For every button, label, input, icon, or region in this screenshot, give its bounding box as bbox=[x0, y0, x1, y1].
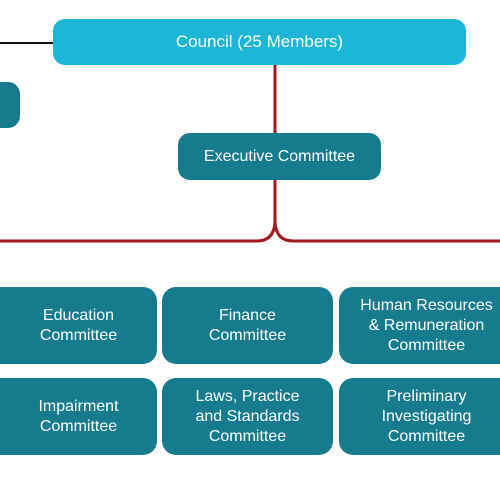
impairment-committee-box: Impairment Committee bbox=[0, 378, 157, 455]
council-box: Council (25 Members) bbox=[53, 19, 466, 65]
laws-practice-standards-committee-label: Laws, Practice and Standards Committee bbox=[195, 387, 300, 445]
preliminary-investigating-committee-label: Preliminary Investigating Committee bbox=[381, 387, 472, 445]
finance-committee-label: Finance Committee bbox=[208, 306, 287, 344]
preliminary-investigating-committee-box: Preliminary Investigating Committee bbox=[339, 378, 500, 455]
finance-committee-box: Finance Committee bbox=[162, 287, 333, 364]
human-resources-committee-label: Human Resources & Remuneration Committee bbox=[360, 296, 493, 354]
council-label: Council (25 Members) bbox=[175, 32, 344, 51]
education-committee-label: Education Committee bbox=[39, 306, 118, 344]
laws-practice-standards-committee-box: Laws, Practice and Standards Committee bbox=[162, 378, 333, 455]
executive-committee-label: Executive Committee bbox=[203, 147, 356, 165]
human-resources-committee-box: Human Resources & Remuneration Committee bbox=[339, 287, 500, 364]
education-committee-box: Education Committee bbox=[0, 287, 157, 364]
left-offscreen-box bbox=[0, 82, 20, 128]
impairment-committee-label: Impairment Committee bbox=[38, 397, 119, 435]
executive-branch-connector bbox=[0, 180, 500, 243]
executive-committee-box: Executive Committee bbox=[178, 133, 381, 180]
